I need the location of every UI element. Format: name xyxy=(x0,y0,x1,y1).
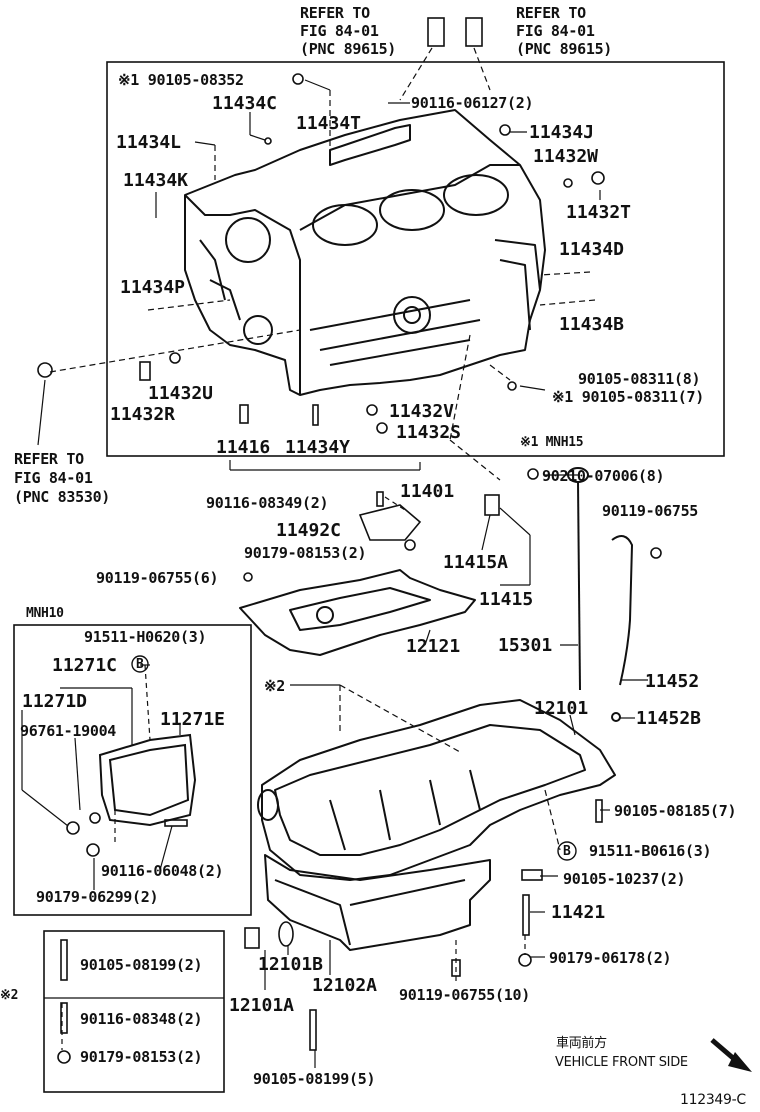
part-90105-10237: 90105-10237(2) xyxy=(563,870,686,888)
part-11434K: 11434K xyxy=(123,170,189,191)
part-11434Y: 11434Y xyxy=(285,437,351,458)
part-11434L: 11434L xyxy=(116,132,182,153)
circle-b-marker-lower xyxy=(557,841,577,861)
part-12101: 12101 xyxy=(534,698,589,719)
oil-dipstick xyxy=(567,467,589,691)
part-15301: 15301 xyxy=(498,635,553,656)
part-90179-06299: 90179-06299(2) xyxy=(36,888,159,906)
part-11434B: 11434B xyxy=(559,314,625,335)
part-96761-19004: 96761-19004 xyxy=(20,722,117,740)
part-90119-06755-a: 90119-06755 xyxy=(602,502,699,520)
part-90116-08349: 90116-08349(2) xyxy=(206,494,329,512)
circle-b-marker-upper xyxy=(131,655,149,673)
ref-top-left-2: FIG 84-01 xyxy=(300,22,379,40)
part-90116-06127: 90116-06127(2) xyxy=(411,94,534,112)
part-11432T: 11432T xyxy=(566,202,632,223)
part-90105-08311-a: 90105-08311(8) xyxy=(578,370,701,388)
part-11432U: 11432U xyxy=(148,383,214,404)
part-11492C: 11492C xyxy=(276,520,342,541)
oil-pan-lower xyxy=(264,854,491,951)
part-11432R: 11432R xyxy=(110,404,176,425)
cylinder-block xyxy=(184,109,546,396)
ref-left-2: FIG 84-01 xyxy=(14,469,93,487)
part-11434J: 11434J xyxy=(529,122,595,143)
part-90105-08311-b: ※1 90105-08311(7) xyxy=(552,388,704,406)
part-11432V: 11432V xyxy=(389,401,455,422)
part-12102A: 12102A xyxy=(312,975,378,996)
circle-b-label-upper: B xyxy=(136,657,144,672)
front-arrow xyxy=(710,1038,752,1072)
ref-left-1: REFER TO xyxy=(14,450,84,468)
part-12101A: 12101A xyxy=(229,995,295,1016)
part-11434P: 11434P xyxy=(120,277,186,298)
part-11432W: 11432W xyxy=(533,146,599,167)
part-90116-06048: 90116-06048(2) xyxy=(101,862,224,880)
part-11401: 11401 xyxy=(400,481,455,502)
part-12101B: 12101B xyxy=(258,954,324,975)
note-mnh15: ※1 MNH15 xyxy=(520,435,584,450)
ref-top-right-3: (PNC 89615) xyxy=(516,40,613,58)
part-11271E: 11271E xyxy=(160,709,226,730)
part-11452B: 11452B xyxy=(636,708,702,729)
part-91511-H0620: 91511-H0620(3) xyxy=(84,628,207,646)
mnh10-frame xyxy=(13,624,252,916)
part-11271C: 11271C xyxy=(52,655,118,676)
part-91511-B0616: 91511-B0616(3) xyxy=(589,842,712,860)
ref-top-right-1: REFER TO xyxy=(516,4,586,22)
part-12121: 12121 xyxy=(406,636,461,657)
ref-top-left-1: REFER TO xyxy=(300,4,370,22)
oil-pan-upper xyxy=(257,699,616,881)
part-11415: 11415 xyxy=(479,589,534,610)
part-11432S: 11432S xyxy=(396,422,462,443)
part-90105-08199-b: 90105-08199(5) xyxy=(253,1070,376,1088)
part-90105-08185: 90105-08185(7) xyxy=(614,802,737,820)
timing-cover-plate xyxy=(98,733,197,827)
part-90105-08199: 90105-08199(2) xyxy=(80,956,203,974)
note-2-marker: ※2 xyxy=(0,988,19,1003)
part-90105-08352: ※1 90105-08352 xyxy=(118,71,244,89)
circle-b-label-lower: B xyxy=(563,844,571,859)
part-11434D: 11434D xyxy=(559,239,625,260)
mnh10-title: MNH10 xyxy=(26,606,64,621)
figure-id: 112349-C xyxy=(680,1092,746,1108)
small-parts xyxy=(37,17,662,1064)
part-11271D: 11271D xyxy=(22,691,88,712)
part-90179-08153-b: 90179-08153(2) xyxy=(80,1048,203,1066)
engine-block-frame xyxy=(106,61,725,457)
vehicle-front-jp: 車両前方 xyxy=(556,1036,607,1051)
part-11416: 11416 xyxy=(216,437,271,458)
part-11415A: 11415A xyxy=(443,552,509,573)
part-11434T: 11434T xyxy=(296,113,362,134)
part-90179-06178: 90179-06178(2) xyxy=(549,949,672,967)
part-90119-06755-c: 90119-06755(10) xyxy=(399,986,530,1004)
part-90119-06755-b: 90119-06755(6) xyxy=(96,569,219,587)
baffle-plate xyxy=(239,569,476,656)
dipstick-guide xyxy=(611,535,634,722)
ref-left-3: (PNC 83530) xyxy=(14,488,111,506)
ref-top-right-2: FIG 84-01 xyxy=(516,22,595,40)
part-90116-08348: 90116-08348(2) xyxy=(80,1010,203,1028)
part-11421: 11421 xyxy=(551,902,606,923)
part-90210-07006: 90210-07006(8) xyxy=(542,467,665,485)
note-2-pan: ※2 xyxy=(264,677,285,695)
bolts-box-frame xyxy=(43,930,225,1093)
leader-lines xyxy=(21,47,648,1068)
part-11434C: 11434C xyxy=(212,93,278,114)
part-11452: 11452 xyxy=(645,671,700,692)
part-90179-08153-a: 90179-08153(2) xyxy=(244,544,367,562)
ref-top-left-3: (PNC 89615) xyxy=(300,40,397,58)
vehicle-front-en: VEHICLE FRONT SIDE xyxy=(555,1055,688,1070)
